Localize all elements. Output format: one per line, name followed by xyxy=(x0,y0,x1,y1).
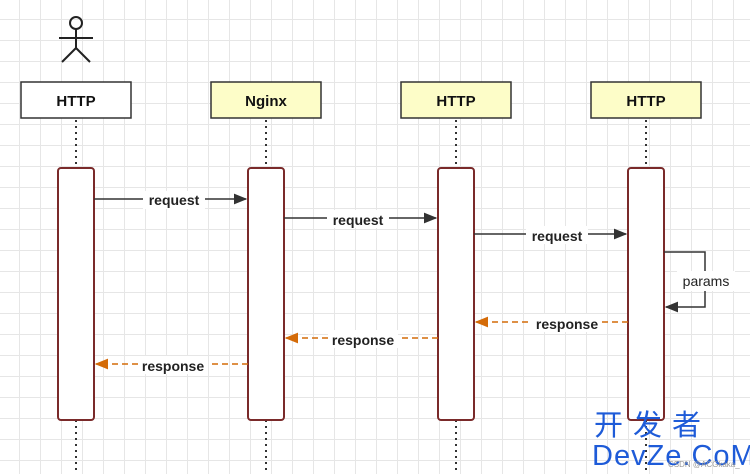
message-label: request xyxy=(532,228,583,244)
request-arrow: request xyxy=(284,210,438,228)
message-label: response xyxy=(536,316,598,332)
message-label: request xyxy=(149,192,200,208)
request-arrow: request xyxy=(94,191,248,209)
participant-label: HTTP xyxy=(436,93,475,110)
watermark-brand-en: DevZe.CoM xyxy=(592,440,750,472)
activation-bar xyxy=(57,167,95,421)
watermark: 开发者 DevZe.CoM CSDN @ACGkaka_ xyxy=(592,409,750,472)
response-arrow: response xyxy=(284,330,438,348)
watermark-credit: CSDN @ACGkaka_ xyxy=(668,460,740,469)
self-call-arrow: params xyxy=(664,251,735,313)
message-label: response xyxy=(142,358,204,374)
watermark-brand-cn: 开发者 xyxy=(594,409,711,442)
participant-http-3: HTTP xyxy=(590,81,702,119)
actor-icon xyxy=(59,16,93,63)
request-arrow: request xyxy=(474,226,628,244)
self-call-label: params xyxy=(683,273,730,289)
message-label: request xyxy=(333,212,384,228)
participant-http-2: HTTP xyxy=(400,81,512,119)
response-arrow: response xyxy=(94,356,248,374)
participant-label: Nginx xyxy=(245,93,287,110)
message-label: response xyxy=(332,332,394,348)
activation-bar xyxy=(627,167,665,421)
activation-bar xyxy=(437,167,475,421)
participant-http-client: HTTP xyxy=(20,81,132,119)
response-arrow: response xyxy=(474,314,628,332)
activation-bar xyxy=(247,167,285,421)
participant-nginx: Nginx xyxy=(210,81,322,119)
participant-label: HTTP xyxy=(56,93,95,110)
participant-label: HTTP xyxy=(626,93,665,110)
